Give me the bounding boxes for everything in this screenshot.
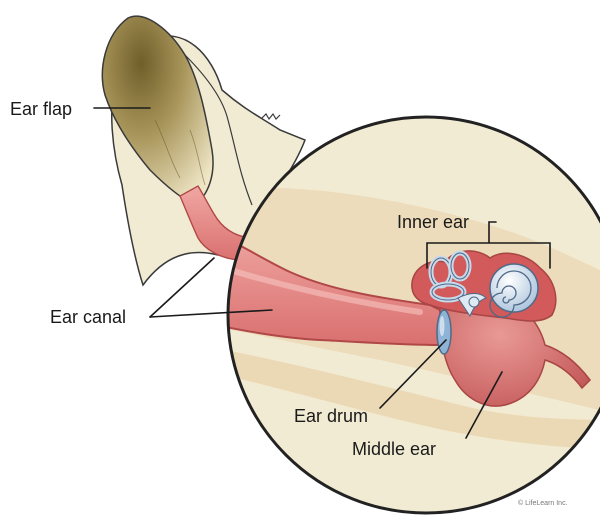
ossicles (457, 293, 487, 318)
ear-canal-pointer-2 (149, 309, 273, 318)
middle-ear-pointer (465, 371, 503, 439)
middle-ear-label: Middle ear (352, 439, 436, 459)
ear-flap-fold (184, 54, 253, 206)
magnifier-circle-outline (226, 115, 600, 515)
ear-back-tuft (261, 112, 281, 121)
semicircular-canals (428, 250, 472, 303)
ear-canal-label: Ear canal (50, 307, 126, 327)
tissue-band-lower (228, 345, 600, 450)
ear-drum-label: Ear drum (294, 406, 368, 426)
pointer-lines (93, 107, 551, 439)
copyright-credit: © LifeLearn Inc. (518, 499, 568, 507)
ear-drum-highlight (439, 316, 445, 336)
ear-canal-pointer-1 (149, 257, 215, 318)
ear-drum-pointer (379, 339, 447, 409)
ear-canal-highlight (228, 267, 423, 315)
cochlea (489, 263, 539, 318)
ear-flap-vein (154, 119, 206, 186)
ear-flap-label: Ear flap (10, 99, 72, 119)
inner-ear-label: Inner ear (397, 212, 469, 232)
magnified-view (226, 115, 600, 515)
inner-ear-bracket (426, 221, 551, 269)
